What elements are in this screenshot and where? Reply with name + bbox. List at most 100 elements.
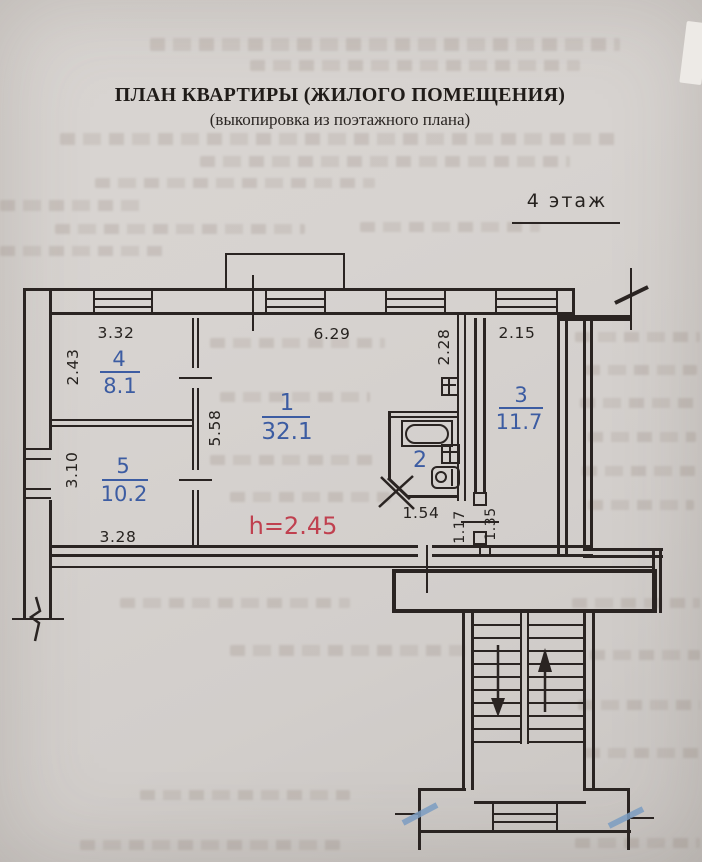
plan-title: ПЛАН КВАРТИРЫ (ЖИЛОГО ПОМЕЩЕНИЯ)	[114, 84, 566, 106]
wall-break-tick	[395, 813, 421, 815]
window-stairwell	[492, 801, 494, 832]
dim-shaft-side: 2.28	[435, 328, 453, 366]
room-1-number: 1	[279, 390, 295, 416]
balcony-wall	[225, 253, 227, 290]
wall-stair-outer-right	[583, 788, 630, 791]
toilet-icon	[435, 471, 447, 483]
stair-flight-divider	[520, 613, 529, 744]
bathroom-door-x-icon	[380, 476, 415, 510]
dim-closet-side: 1.35	[483, 507, 499, 541]
bathtub-icon	[401, 420, 453, 447]
stair-vestibule	[392, 569, 657, 613]
dim-room1-side: 5.58	[206, 409, 224, 447]
door-jamb	[473, 492, 487, 506]
wall-room1-left	[192, 388, 199, 470]
sink-icon	[443, 384, 456, 386]
window-stairwell	[556, 801, 558, 832]
window-room5	[23, 488, 51, 490]
bleed-through-text	[210, 455, 380, 465]
wall-room3-right	[557, 312, 568, 557]
window-room5	[23, 497, 51, 499]
room-1-underline	[262, 416, 310, 418]
bleed-through-text	[575, 838, 700, 848]
wall-neighbour-bottom	[583, 548, 663, 558]
toilet-icon	[431, 466, 460, 489]
wall-room1-left	[192, 318, 199, 368]
wall-break-tick	[12, 618, 64, 620]
room-4-number: 4	[112, 347, 126, 371]
section-break-blue-mark	[607, 806, 645, 829]
wall-bath-right	[457, 315, 466, 501]
bleed-through-text	[55, 224, 305, 234]
room-3-underline	[499, 407, 543, 409]
dimension-tick	[461, 521, 499, 523]
wall-junction	[479, 548, 481, 557]
room-2-number: 2	[413, 448, 427, 473]
stair-steps-right	[529, 624, 583, 745]
bleed-through-text	[230, 645, 465, 656]
bleed-through-text	[95, 178, 375, 188]
sink-icon	[441, 444, 460, 464]
wall-left-inner	[49, 288, 52, 450]
window-room5	[23, 458, 51, 460]
wall-break-tick	[628, 817, 654, 819]
wall-break-zigzag-icon	[28, 596, 42, 642]
bleed-through-text	[60, 133, 615, 145]
dim-room5-side: 3.10	[63, 451, 81, 489]
balcony-wall	[225, 253, 345, 255]
room-5-underline	[102, 479, 148, 481]
room-5-area: 10.2	[100, 482, 148, 506]
bleed-through-text	[590, 650, 700, 660]
ceiling-height-label: h=2.45	[248, 512, 338, 540]
wall-room1-left	[192, 490, 199, 548]
bathtub-icon	[405, 424, 449, 444]
bleed-through-text	[572, 598, 700, 608]
room-1-area: 32.1	[261, 419, 313, 445]
stairwell-wall-left	[462, 613, 474, 790]
dim-room5-bottom: 3.28	[99, 528, 137, 546]
door-jamb	[473, 531, 487, 545]
window-room1-left	[265, 289, 326, 315]
bleed-through-text	[0, 246, 170, 256]
bleed-through-text	[250, 60, 580, 71]
bleed-through-text	[578, 700, 700, 710]
wall-left-outer	[23, 288, 26, 620]
bleed-through-text	[585, 748, 700, 758]
stairwell-wall-right	[583, 613, 595, 790]
stairs-down-arrow-icon	[491, 698, 505, 717]
sink-icon	[443, 451, 457, 453]
dim-hall-side: 1.17	[452, 510, 468, 544]
wall-bath-left	[388, 411, 391, 479]
bleed-through-text	[360, 222, 540, 232]
window-stairwell	[492, 813, 558, 815]
wall-neighbour-vertical	[583, 315, 593, 548]
bleed-through-text	[120, 598, 350, 608]
wall-left-inner	[49, 500, 52, 620]
door-opening-tick	[179, 479, 212, 481]
bleed-through-text	[585, 365, 697, 375]
dim-room4-top: 3.32	[97, 324, 135, 342]
bleed-through-text	[575, 332, 700, 342]
room-5-number: 5	[116, 454, 130, 478]
sink-icon	[441, 377, 459, 396]
bleed-through-text	[210, 338, 385, 348]
wall-bath-top	[388, 411, 458, 418]
sink-icon	[449, 446, 451, 462]
window-room4	[93, 289, 153, 315]
corridor-wall-line	[51, 566, 655, 568]
bleed-through-text	[230, 492, 390, 502]
bleed-through-text	[580, 398, 698, 408]
dim-room3-top: 2.15	[498, 324, 536, 342]
stair-landing-wall	[474, 801, 586, 804]
bleed-through-text	[588, 500, 694, 510]
wall-neighbour-top	[557, 315, 632, 321]
wall-break-slash-icon	[614, 285, 649, 305]
wall-stair-bottom	[418, 830, 631, 833]
wall-stair-outer-left	[418, 788, 421, 850]
balcony-wall	[343, 253, 345, 290]
room-4-area: 8.1	[103, 374, 137, 398]
wall-break-line	[630, 268, 632, 330]
bleed-through-text	[200, 156, 570, 167]
wall-top-end	[572, 288, 575, 315]
